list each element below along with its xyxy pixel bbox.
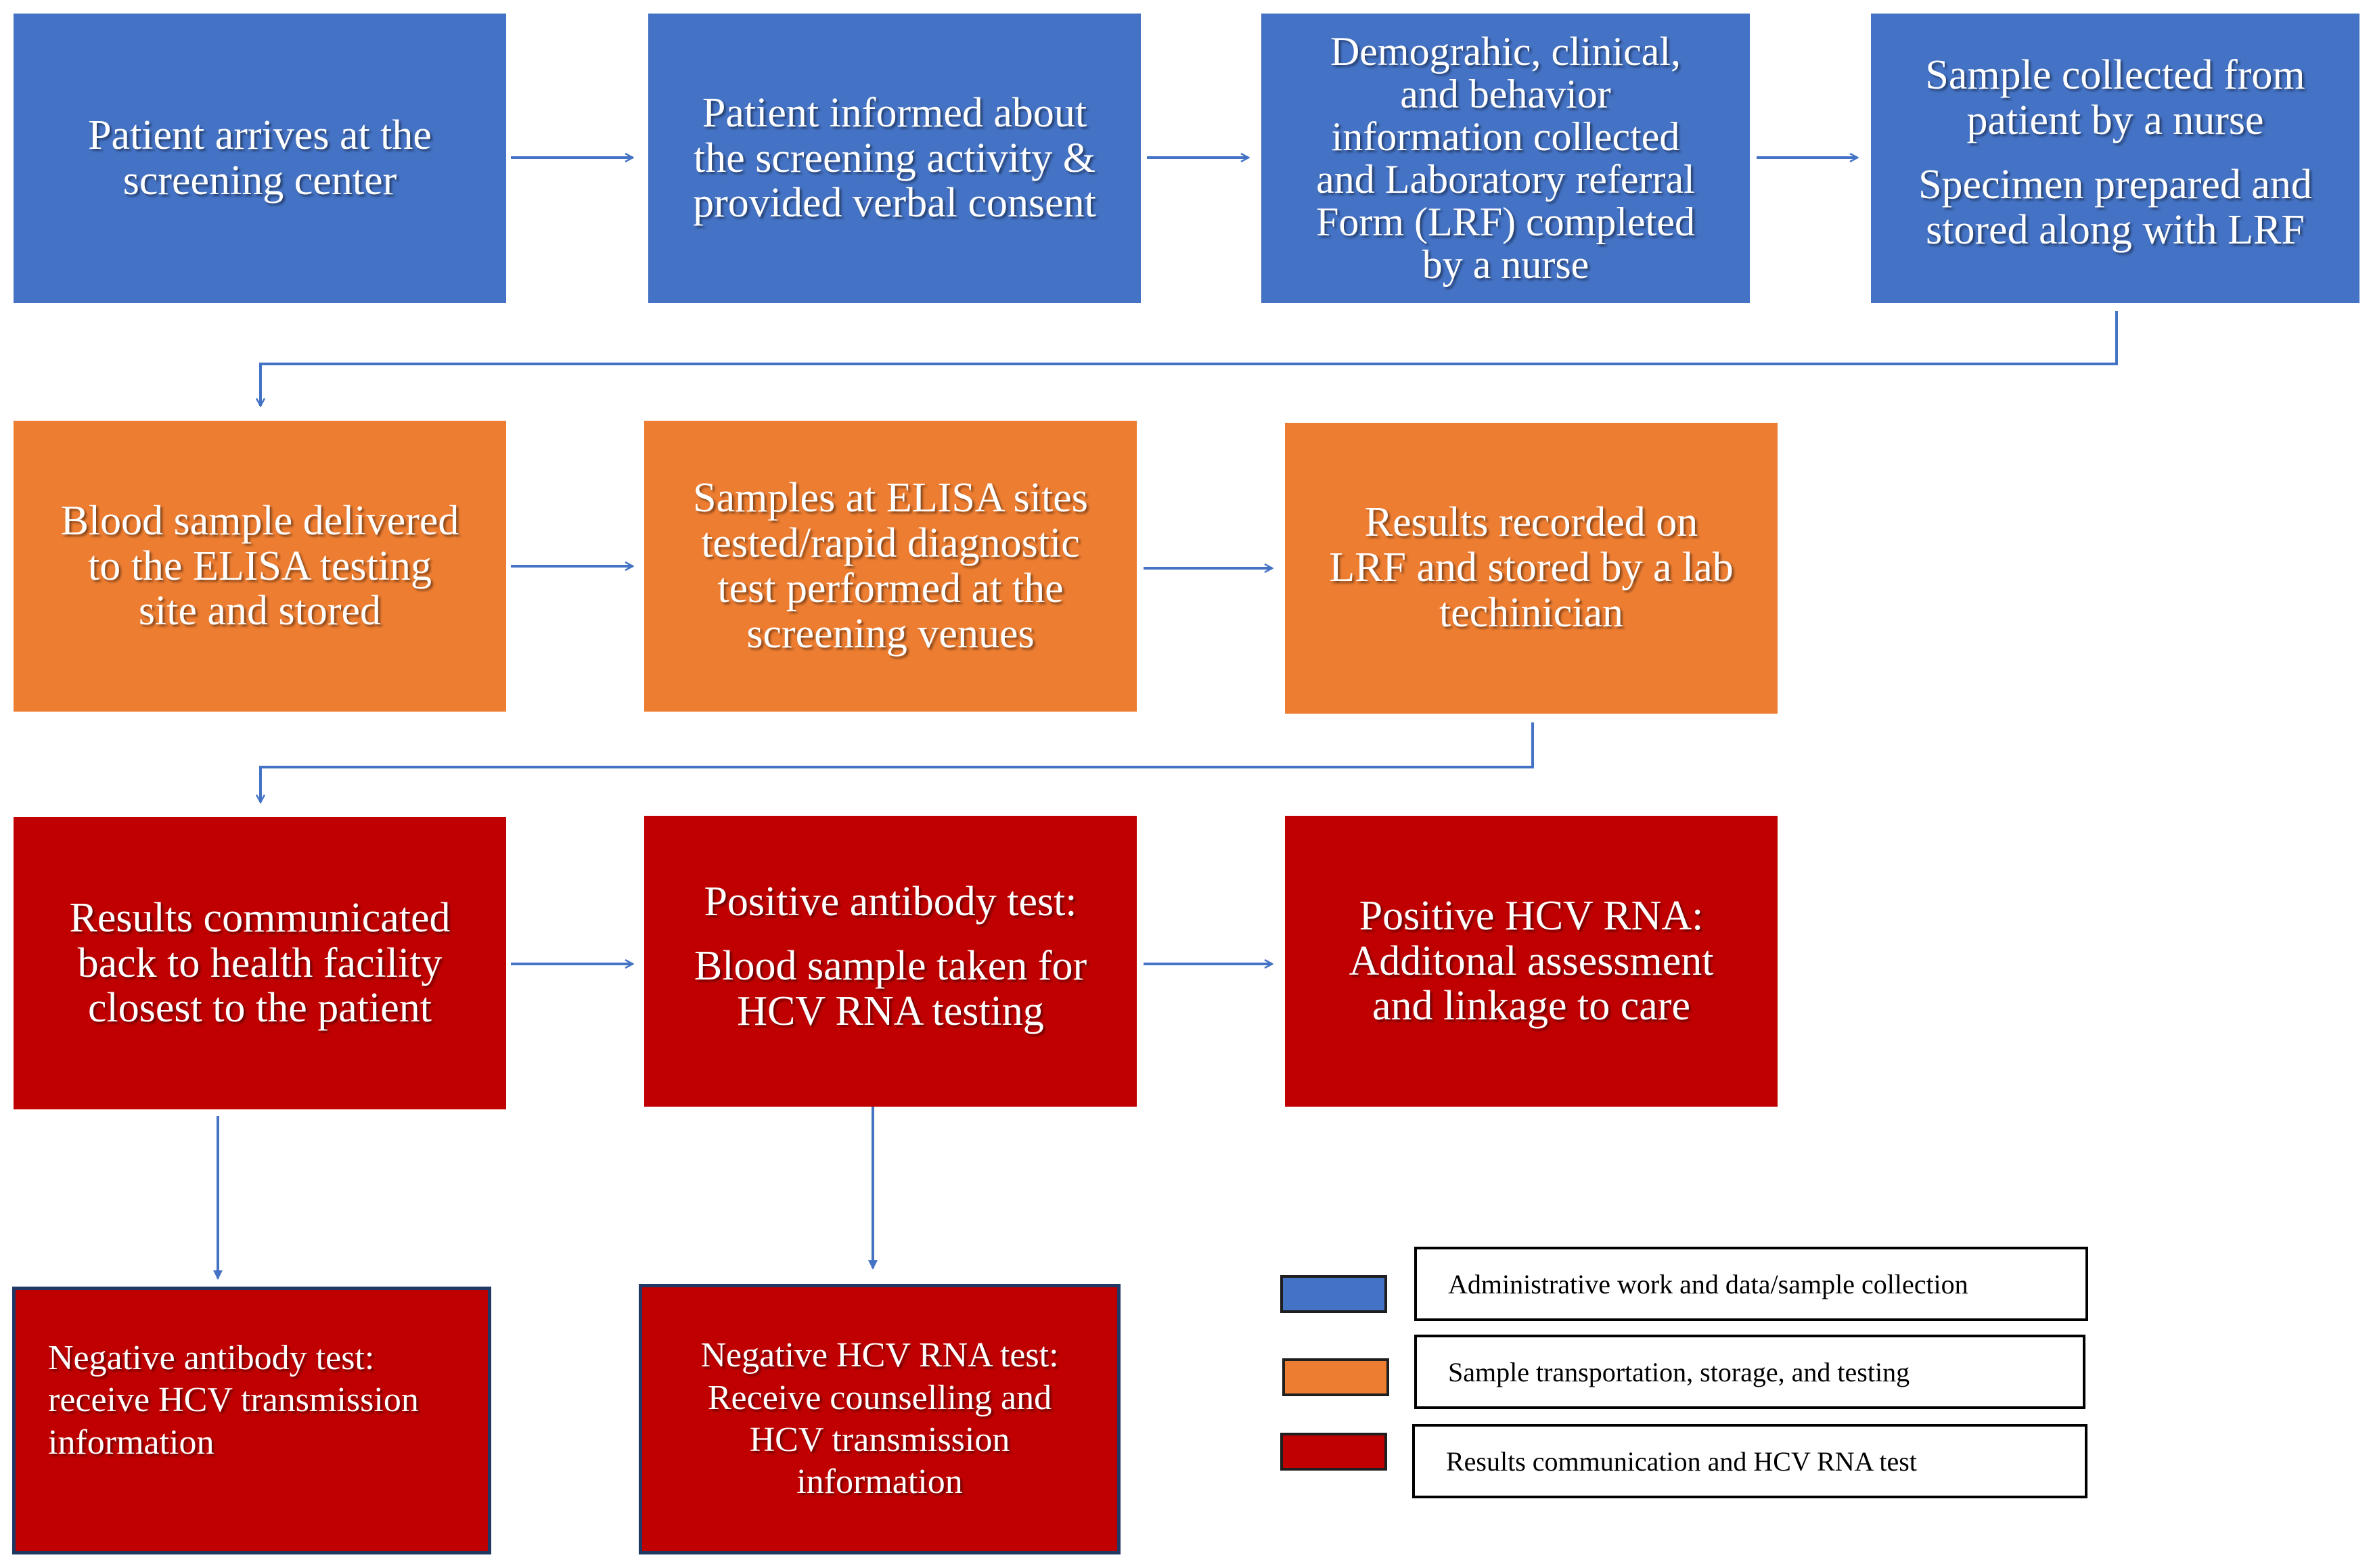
legend-swatch-blue bbox=[1280, 1275, 1387, 1313]
box-text-line: screening venues bbox=[746, 610, 1035, 657]
box-text-line: HCV RNA testing bbox=[737, 988, 1044, 1034]
box-text-line: HCV transmission bbox=[749, 1421, 1010, 1459]
box-text-line: Patient arrives at the bbox=[88, 112, 432, 159]
box-text-line: back to health facility bbox=[77, 940, 443, 986]
box-text-line: stored along with LRF bbox=[1926, 206, 2305, 253]
box-text-line: the screening activity & bbox=[694, 135, 1096, 181]
box-negative-hcv-rna-test: Negative HCV RNA test: Receive counselli… bbox=[639, 1284, 1121, 1554]
box-text-line: Form (LRF) completed bbox=[1316, 200, 1695, 244]
box-text-line: Negative antibody test: bbox=[48, 1339, 375, 1377]
box-text-line: Positive antibody test: bbox=[704, 879, 1077, 925]
box-text-line: Blood sample taken for bbox=[694, 942, 1087, 989]
box-text-line: test performed at the bbox=[717, 566, 1064, 612]
box-patient-arrives: Patient arrives at the screening center bbox=[14, 14, 506, 303]
box-text-line: to the ELISA testing bbox=[87, 543, 432, 589]
box-results-communicated: Results communicated back to health faci… bbox=[14, 817, 506, 1109]
box-text-line: information collected bbox=[1331, 114, 1680, 159]
box-text-line: Demograhic, clinical, bbox=[1330, 29, 1681, 74]
box-positive-hcv-rna: Positive HCV RNA: Additonal assessment a… bbox=[1285, 816, 1778, 1107]
box-blood-sample-delivered: Blood sample delivered to the ELISA test… bbox=[14, 421, 506, 712]
box-text-line: Results recorded on bbox=[1364, 499, 1698, 545]
box-text-line: site and stored bbox=[138, 588, 382, 635]
box-negative-antibody-test: Negative antibody test: receive HCV tran… bbox=[12, 1287, 491, 1554]
box-positive-antibody-test: Positive antibody test: Blood sample tak… bbox=[644, 816, 1137, 1107]
legend-swatch-orange bbox=[1282, 1358, 1389, 1396]
box-sample-collected: Sample collected from patient by a nurse… bbox=[1871, 14, 2359, 303]
box-text-line: information bbox=[796, 1462, 963, 1502]
box-text-line: information bbox=[48, 1423, 214, 1462]
legend-swatch-red bbox=[1280, 1433, 1387, 1471]
connector-sample-to-delivered bbox=[261, 311, 2118, 406]
box-results-recorded: Results recorded on LRF and stored by a … bbox=[1285, 423, 1778, 714]
legend-label-transportation: Sample transportation, storage, and test… bbox=[1414, 1335, 2085, 1409]
box-text-line: and Laboratory referral bbox=[1316, 157, 1695, 202]
box-patient-informed: Patient informed about the screening act… bbox=[648, 14, 1141, 303]
box-information-collected: Demograhic, clinical, and behavior infor… bbox=[1261, 14, 1750, 303]
box-text-line: Negative HCV RNA test: bbox=[700, 1336, 1059, 1375]
box-text-line: receive HCV transmission bbox=[48, 1381, 419, 1420]
box-text-line: tested/rapid diagnostic bbox=[701, 520, 1080, 567]
box-text-line: by a nurse bbox=[1422, 242, 1589, 287]
box-text-line: Sample collected from bbox=[1925, 52, 2305, 98]
connector-recorded-to-communicated bbox=[261, 722, 1534, 802]
box-text-line: Patient informed about bbox=[702, 89, 1087, 136]
box-text-line: screening center bbox=[122, 158, 397, 204]
box-text-line: Results communicated bbox=[69, 894, 451, 941]
box-text-line: and linkage to care bbox=[1372, 983, 1690, 1030]
box-text-line: closest to the patient bbox=[88, 985, 432, 1032]
box-text-line: Samples at ELISA sites bbox=[693, 475, 1088, 522]
box-samples-tested: Samples at ELISA sites tested/rapid diag… bbox=[644, 421, 1137, 712]
box-text-line: Specimen prepared and bbox=[1918, 161, 2312, 208]
legend-label-results-communication: Results communication and HCV RNA test bbox=[1412, 1424, 2087, 1498]
legend-label-administrative: Administrative work and data/sample coll… bbox=[1414, 1247, 2088, 1321]
box-text-line: Blood sample delivered bbox=[60, 497, 459, 544]
box-text-line: techinician bbox=[1439, 589, 1623, 636]
box-text-line: patient by a nurse bbox=[1966, 97, 2264, 143]
box-text-line: provided verbal consent bbox=[693, 180, 1096, 227]
box-text-line: Receive counselling and bbox=[707, 1378, 1052, 1417]
box-text-line: Additonal assessment bbox=[1349, 938, 1714, 984]
box-text-line: LRF and stored by a lab bbox=[1329, 544, 1734, 591]
box-text-line: and behavior bbox=[1400, 72, 1611, 116]
box-text-line: Positive HCV RNA: bbox=[1359, 892, 1704, 939]
